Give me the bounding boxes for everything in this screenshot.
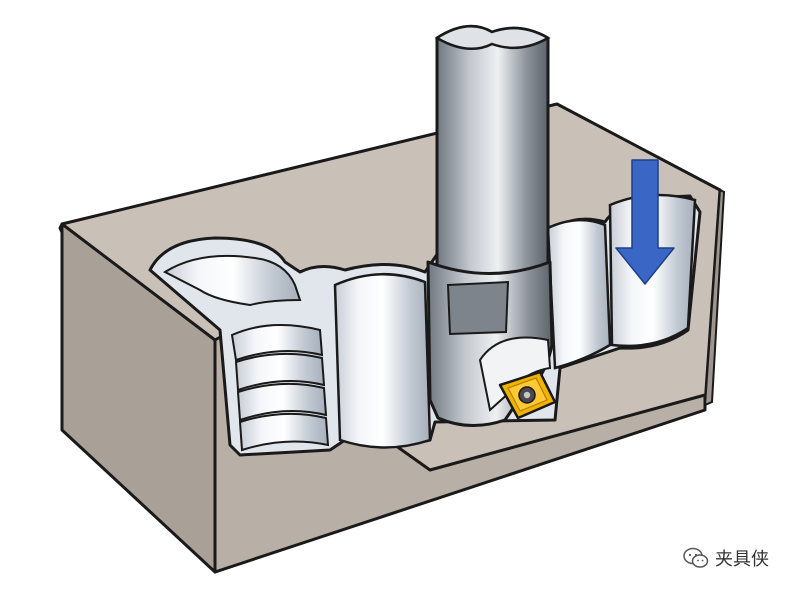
watermark: 夹具侠 bbox=[683, 545, 769, 571]
workpiece-left-face bbox=[60, 222, 217, 574]
chip-flute bbox=[446, 280, 510, 336]
shank-top-face bbox=[434, 25, 551, 51]
wechat-icon bbox=[683, 547, 709, 568]
watermark-text: 夹具侠 bbox=[715, 549, 769, 570]
stepped-scallops bbox=[162, 254, 330, 452]
center-bore-wall bbox=[333, 273, 432, 449]
workpiece-right-face bbox=[703, 188, 726, 407]
right-bore-wall-1 bbox=[546, 219, 612, 370]
down-arrow-icon bbox=[615, 159, 675, 285]
carbide-insert bbox=[498, 370, 557, 420]
milling-tool bbox=[426, 24, 557, 428]
tool-shank bbox=[435, 24, 550, 278]
